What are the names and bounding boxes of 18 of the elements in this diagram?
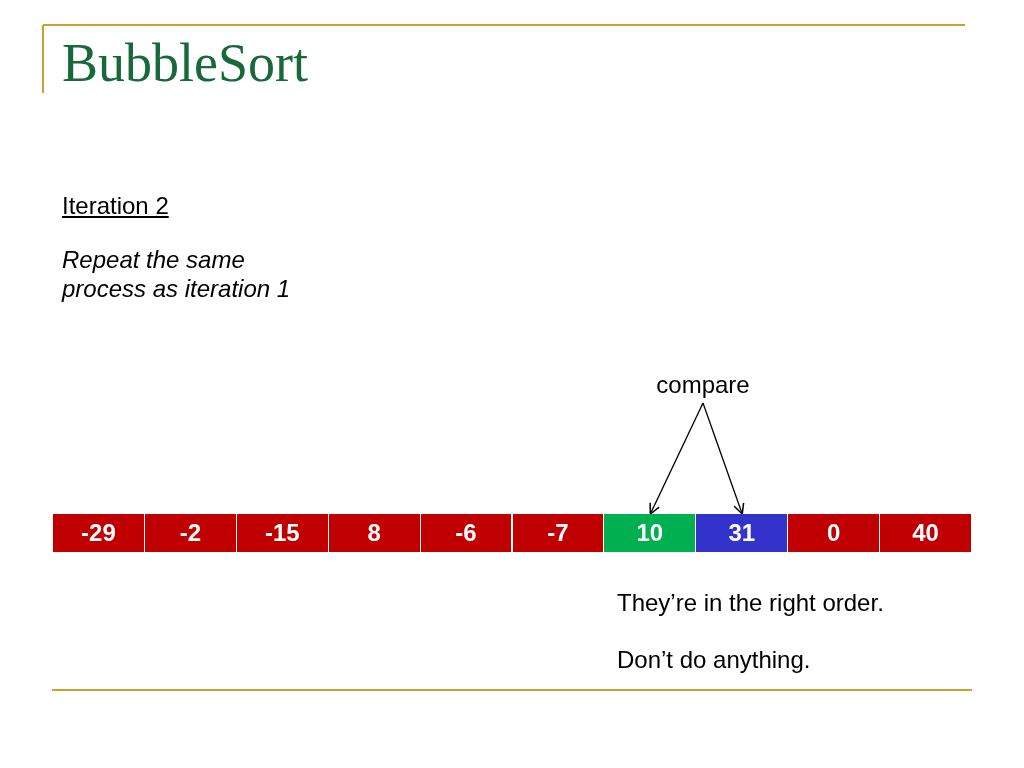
array-cell: -6 <box>420 514 513 552</box>
array-cell: -29 <box>53 514 145 552</box>
instruction-text: Repeat the same process as iteration 1 <box>62 246 292 304</box>
array-cell: 0 <box>788 514 881 552</box>
note-text: Don’t do anything. <box>617 646 811 675</box>
array-cell: 8 <box>328 514 421 552</box>
array-cell: 10 <box>604 514 697 552</box>
array-cell: -7 <box>512 514 605 552</box>
arrow <box>649 402 704 515</box>
heading-text: Iteration 2 <box>62 192 169 221</box>
array-cell: -2 <box>144 514 237 552</box>
array-cell: 40 <box>880 514 972 552</box>
slide-title: BubbleSort <box>62 34 308 94</box>
array-cell: 31 <box>696 514 789 552</box>
note-text: They’re in the right order. <box>617 589 884 618</box>
arrow <box>702 402 745 515</box>
callout-label: compare <box>643 371 763 400</box>
array-cell: -15 <box>236 514 329 552</box>
